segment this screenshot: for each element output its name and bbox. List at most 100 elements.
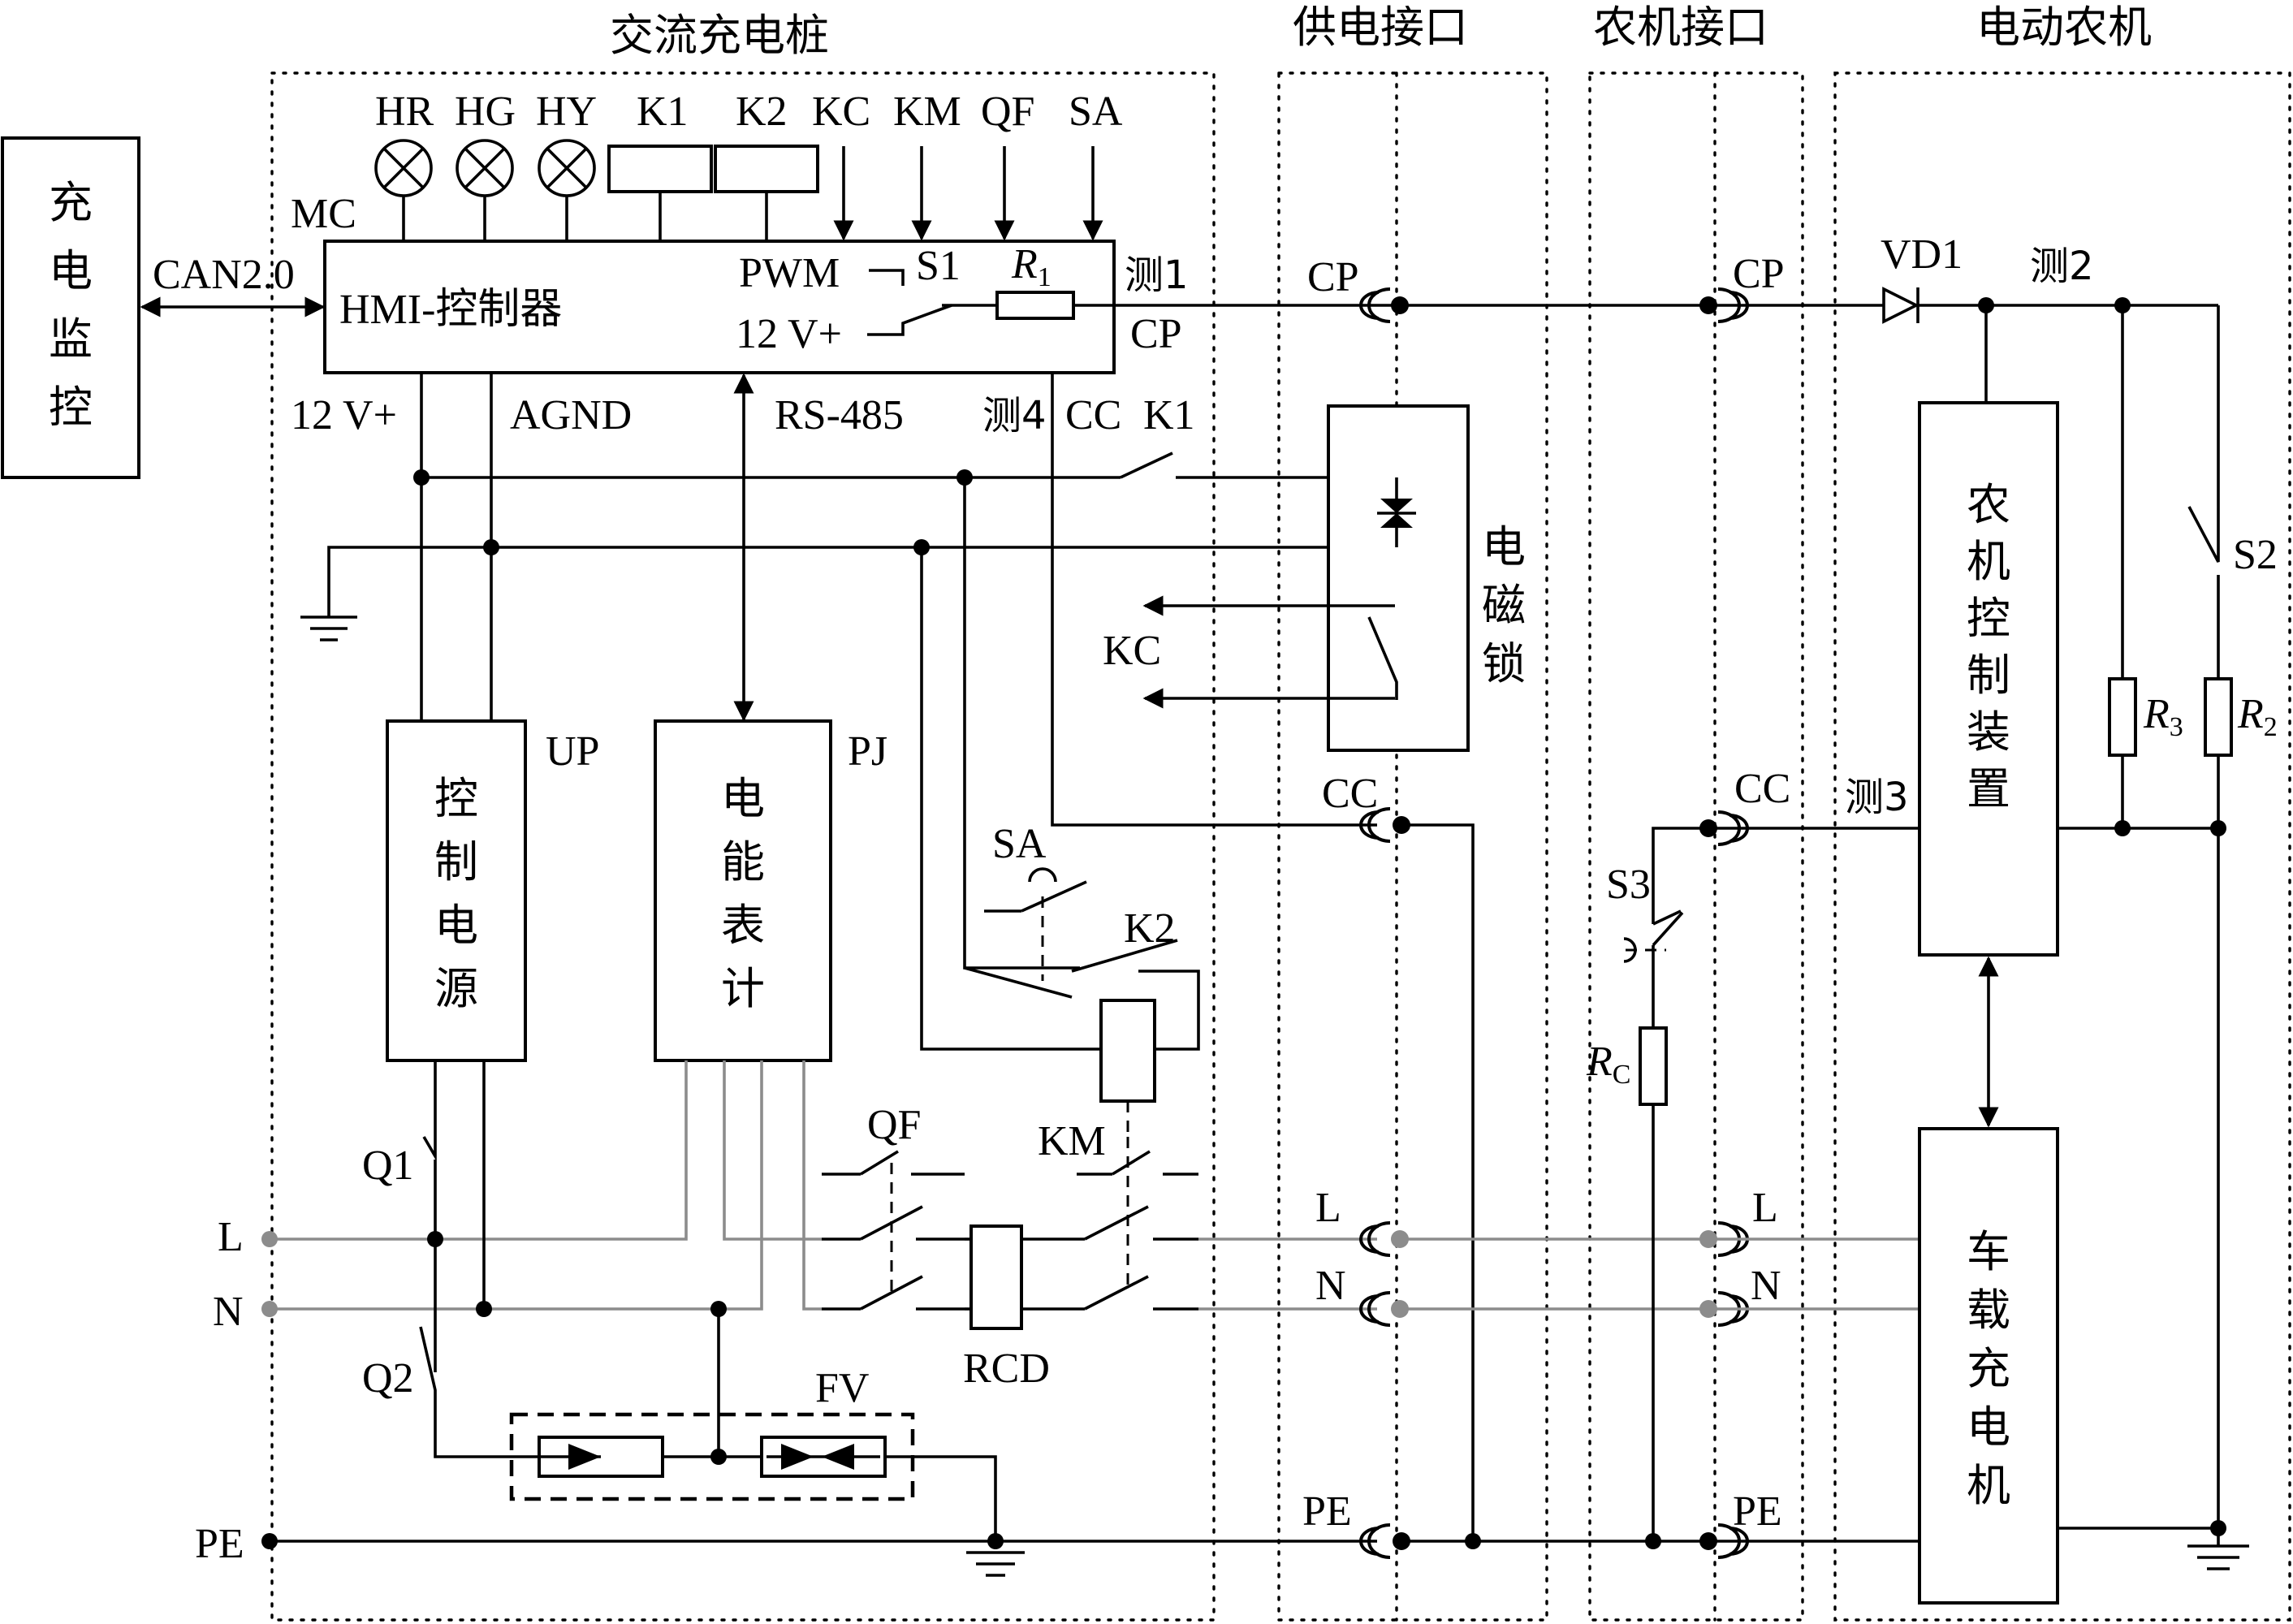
supply-pe-socket-icon <box>1367 1523 1391 1559</box>
line-n-label: N <box>213 1289 244 1335</box>
machine-l-label: L <box>1752 1185 1778 1231</box>
power-char-4: 源 <box>434 963 478 1014</box>
machine-controller-box <box>1918 401 2059 957</box>
r1-resistor <box>995 291 1075 320</box>
test2-label: 测2 <box>2030 244 2094 289</box>
power-char-3: 电 <box>434 900 478 951</box>
can-label: CAN2.0 <box>153 252 295 298</box>
k2-relay-coil <box>714 145 819 193</box>
supply-l-socket-icon <box>1367 1221 1391 1257</box>
oc-char-4: 电 <box>1967 1402 2010 1453</box>
s2-label: S2 <box>2233 532 2278 578</box>
ground-symbol-control <box>300 615 357 641</box>
electromagnetic-lock-box <box>1327 404 1470 752</box>
meter-n-out <box>802 1060 822 1311</box>
fv-label: FV <box>815 1365 869 1411</box>
oc-char-2: 载 <box>1967 1285 2010 1336</box>
sa-label: SA <box>1069 89 1123 135</box>
s3-label: S3 <box>1606 862 1651 908</box>
supply-pe-label: PE <box>1302 1488 1352 1535</box>
km-label: KM <box>893 89 961 135</box>
qf-contact-n <box>860 1275 923 1311</box>
agnd-bus-horizontal <box>327 546 1397 617</box>
oc-char-3: 充 <box>1967 1343 2010 1394</box>
qf-label: QF <box>981 89 1034 135</box>
s3-wire-top <box>1652 827 1708 924</box>
supply-l-label: L <box>1315 1185 1341 1231</box>
oc-char-5: 机 <box>1967 1460 2010 1511</box>
control-power-box <box>386 719 527 1062</box>
charging-monitor-box <box>1 136 140 479</box>
meter-l-out <box>723 1060 822 1241</box>
r3-resistor <box>2108 677 2137 757</box>
lock-char-3: 锁 <box>1482 638 1526 689</box>
km-contact-n <box>1084 1275 1149 1311</box>
r1-label: R1 <box>1011 241 1051 292</box>
machine-title: 电动农机 <box>1976 2 2152 53</box>
bus-cc-label: CC <box>1065 392 1121 438</box>
oc-char-1: 车 <box>1967 1226 2010 1277</box>
lock-char-2: 磁 <box>1482 580 1526 631</box>
meter-char-1: 电 <box>721 773 765 824</box>
rcd-label: RCD <box>963 1345 1050 1392</box>
meter-char-2: 能 <box>721 836 765 888</box>
hmi-controller-box <box>323 240 1116 374</box>
k2-aux-wire <box>963 477 1080 970</box>
machine-cp-label: CP <box>1733 251 1785 297</box>
power-char-1: 控 <box>434 773 478 824</box>
ground-symbol-pe <box>966 1551 1025 1577</box>
mc-char-1: 农 <box>1967 479 2010 530</box>
indicator-lamps <box>374 139 1103 241</box>
machine-pe-label: PE <box>1733 1488 1782 1535</box>
bus-test4-label: 测4 <box>982 393 1047 438</box>
q2-label: Q2 <box>362 1355 414 1402</box>
line-pe-label: PE <box>195 1521 244 1567</box>
machine-boundary <box>1833 71 2291 1622</box>
rc-resistor <box>1639 1026 1668 1106</box>
cc-pe-link <box>1401 823 1475 1541</box>
vd1-diode-icon <box>1882 287 1920 324</box>
supply-n-label: N <box>1315 1263 1346 1309</box>
ground-symbol-machine <box>2187 1528 2249 1570</box>
supply-port-title: 供电接口 <box>1293 2 1468 53</box>
kc-label: KC <box>812 89 870 135</box>
q1-switch <box>422 1060 437 1309</box>
machine-cc-label: CC <box>1734 766 1790 812</box>
k1-coil-label: K1 <box>637 89 689 135</box>
supply-port-boundary <box>1277 71 1548 1622</box>
q1-label: Q1 <box>362 1142 414 1189</box>
supply-cc-label: CC <box>1322 771 1378 817</box>
meter-char-3: 表 <box>721 900 765 951</box>
machine-port-boundary <box>1588 71 1804 1622</box>
km-coil-wire <box>920 547 1109 1051</box>
s2-switch <box>2187 305 2220 679</box>
vd1-label: VD1 <box>1881 231 1963 278</box>
lock-char-1: 电 <box>1482 521 1526 572</box>
monitor-char-4: 控 <box>49 382 93 433</box>
bus-agnd-label: AGND <box>510 392 632 438</box>
controller-cp-label: CP <box>1130 311 1182 357</box>
machine-n-label: N <box>1751 1263 1781 1309</box>
monitor-char-1: 充 <box>49 177 93 228</box>
pwm-label: PWM <box>739 250 840 296</box>
n-line-to-meter <box>270 1060 763 1311</box>
bus-12v-label: 12 V+ <box>291 392 397 438</box>
k2-coil-label: K2 <box>736 89 788 135</box>
onboard-charger-box <box>1918 1127 2059 1605</box>
k2-return-wire <box>1138 970 1200 1051</box>
meter-char-4: 计 <box>721 963 765 1014</box>
lock-kc-label: KC <box>1103 628 1161 674</box>
power-tag: UP <box>546 728 599 775</box>
l-line-to-meter <box>270 1060 688 1241</box>
monitor-char-3: 监 <box>49 313 93 365</box>
mc-char-4: 制 <box>1967 650 2010 701</box>
controller-12v-label: 12 V+ <box>736 311 842 357</box>
s1-label: S1 <box>916 243 961 289</box>
hr-label: HR <box>375 89 434 135</box>
energy-meter-box <box>654 719 832 1062</box>
supply-n-socket-icon <box>1367 1291 1391 1327</box>
k1-contact <box>1120 451 1173 479</box>
sa-switch-label: SA <box>992 821 1047 867</box>
